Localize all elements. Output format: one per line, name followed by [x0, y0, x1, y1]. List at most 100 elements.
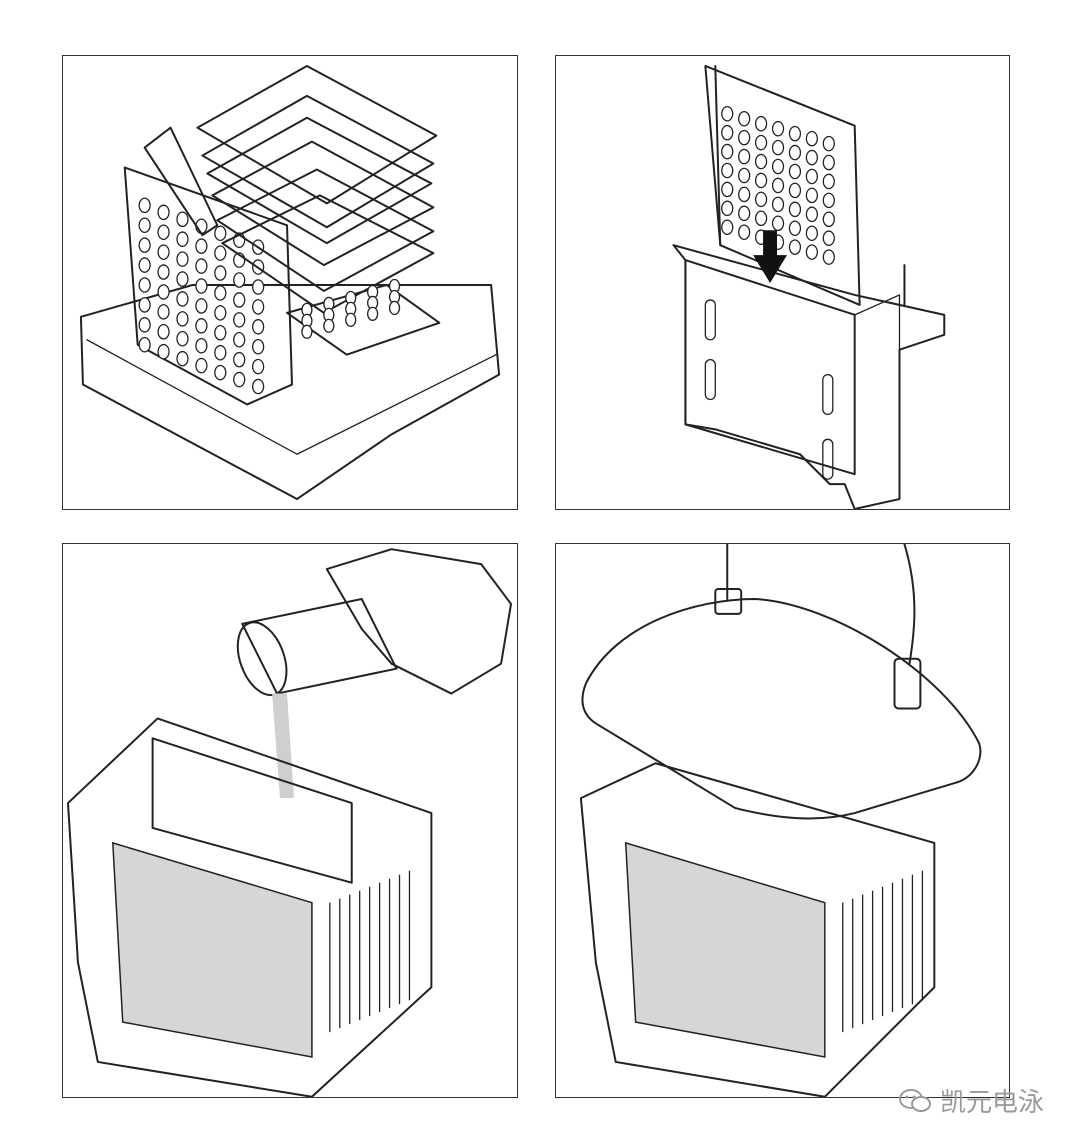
hole	[176, 350, 189, 367]
lid-plug-left	[714, 588, 743, 615]
buffer-tank	[66, 717, 433, 1097]
hole	[323, 318, 335, 333]
hole	[157, 324, 170, 340]
hole	[138, 197, 151, 214]
hole	[754, 153, 768, 170]
hole	[214, 245, 227, 261]
hole	[214, 364, 227, 381]
hole	[805, 244, 818, 260]
hole	[252, 319, 265, 335]
hole	[138, 217, 151, 234]
lid-placement-illustration	[579, 544, 982, 1097]
hole	[822, 211, 835, 228]
cassette-panel	[123, 166, 293, 406]
hole	[788, 163, 802, 180]
hole	[738, 110, 751, 127]
hole	[788, 201, 802, 218]
buffer-stream	[272, 693, 294, 799]
hole	[822, 249, 835, 265]
hole	[214, 305, 227, 321]
hole	[195, 298, 208, 314]
hole	[176, 211, 189, 228]
hole	[252, 338, 265, 355]
hole	[138, 257, 151, 273]
wechat-icon	[899, 1088, 931, 1112]
hole	[233, 292, 246, 308]
hole	[233, 371, 246, 388]
hole	[195, 278, 208, 294]
cassette-holes	[138, 197, 265, 395]
hole	[721, 124, 734, 141]
hole	[805, 206, 818, 223]
hole	[754, 134, 768, 151]
hole	[721, 200, 734, 217]
hole	[176, 251, 189, 267]
hole	[788, 182, 802, 199]
hole	[721, 219, 734, 236]
hole	[822, 192, 835, 209]
hole	[214, 344, 227, 361]
hole	[721, 105, 734, 122]
hole	[176, 231, 189, 247]
hole	[788, 239, 802, 255]
hole	[195, 337, 208, 354]
hole	[822, 173, 835, 190]
hole	[214, 225, 227, 241]
hole	[805, 130, 818, 147]
hole	[822, 135, 835, 152]
hole	[195, 238, 208, 254]
hole	[805, 225, 818, 241]
hole	[176, 271, 189, 287]
hole	[138, 237, 151, 253]
gel-cassette	[704, 64, 861, 306]
hole	[771, 215, 785, 232]
hole	[138, 336, 151, 353]
cassette-holes	[721, 105, 835, 265]
hole	[822, 154, 835, 171]
hole	[233, 331, 246, 348]
hole	[138, 277, 151, 293]
watermark-text: 凯元电泳	[940, 1088, 1045, 1118]
hole	[233, 312, 246, 328]
hole	[157, 343, 170, 360]
hole	[157, 264, 170, 280]
hole	[738, 148, 751, 165]
sandwich-assembly-illustration	[79, 64, 501, 501]
hole	[721, 181, 734, 198]
hole	[771, 177, 785, 194]
hole	[771, 120, 785, 137]
hole	[214, 325, 227, 341]
hole	[738, 224, 751, 240]
hole	[195, 357, 208, 374]
hole	[822, 230, 835, 246]
insert-arrow-icon	[753, 230, 787, 283]
buffer-pouring-illustration	[66, 548, 513, 1097]
hole	[771, 139, 785, 156]
cassette-insertion-illustration	[672, 64, 946, 509]
panel-cassette-insertion	[555, 55, 1010, 510]
hole	[388, 300, 401, 316]
hole	[157, 244, 170, 260]
hole	[176, 311, 189, 327]
panel-lid-placement	[555, 543, 1010, 1098]
hole	[805, 187, 818, 204]
hole	[754, 191, 768, 208]
electrode-ridges	[842, 870, 924, 1033]
hole	[214, 285, 227, 301]
watermark: 凯元电泳	[898, 1082, 1044, 1119]
hole	[252, 299, 265, 315]
hole	[788, 220, 802, 237]
hole	[771, 158, 785, 175]
hole	[138, 297, 151, 313]
hole	[345, 312, 357, 327]
hole	[738, 129, 751, 146]
hole	[788, 144, 802, 161]
panel-sandwich-assembly	[62, 55, 518, 510]
hole	[157, 224, 170, 240]
hole	[771, 196, 785, 213]
hole	[195, 258, 208, 274]
hole	[214, 265, 227, 281]
hole	[754, 172, 768, 189]
electrode-ridges	[329, 870, 411, 1033]
hole	[788, 125, 802, 142]
